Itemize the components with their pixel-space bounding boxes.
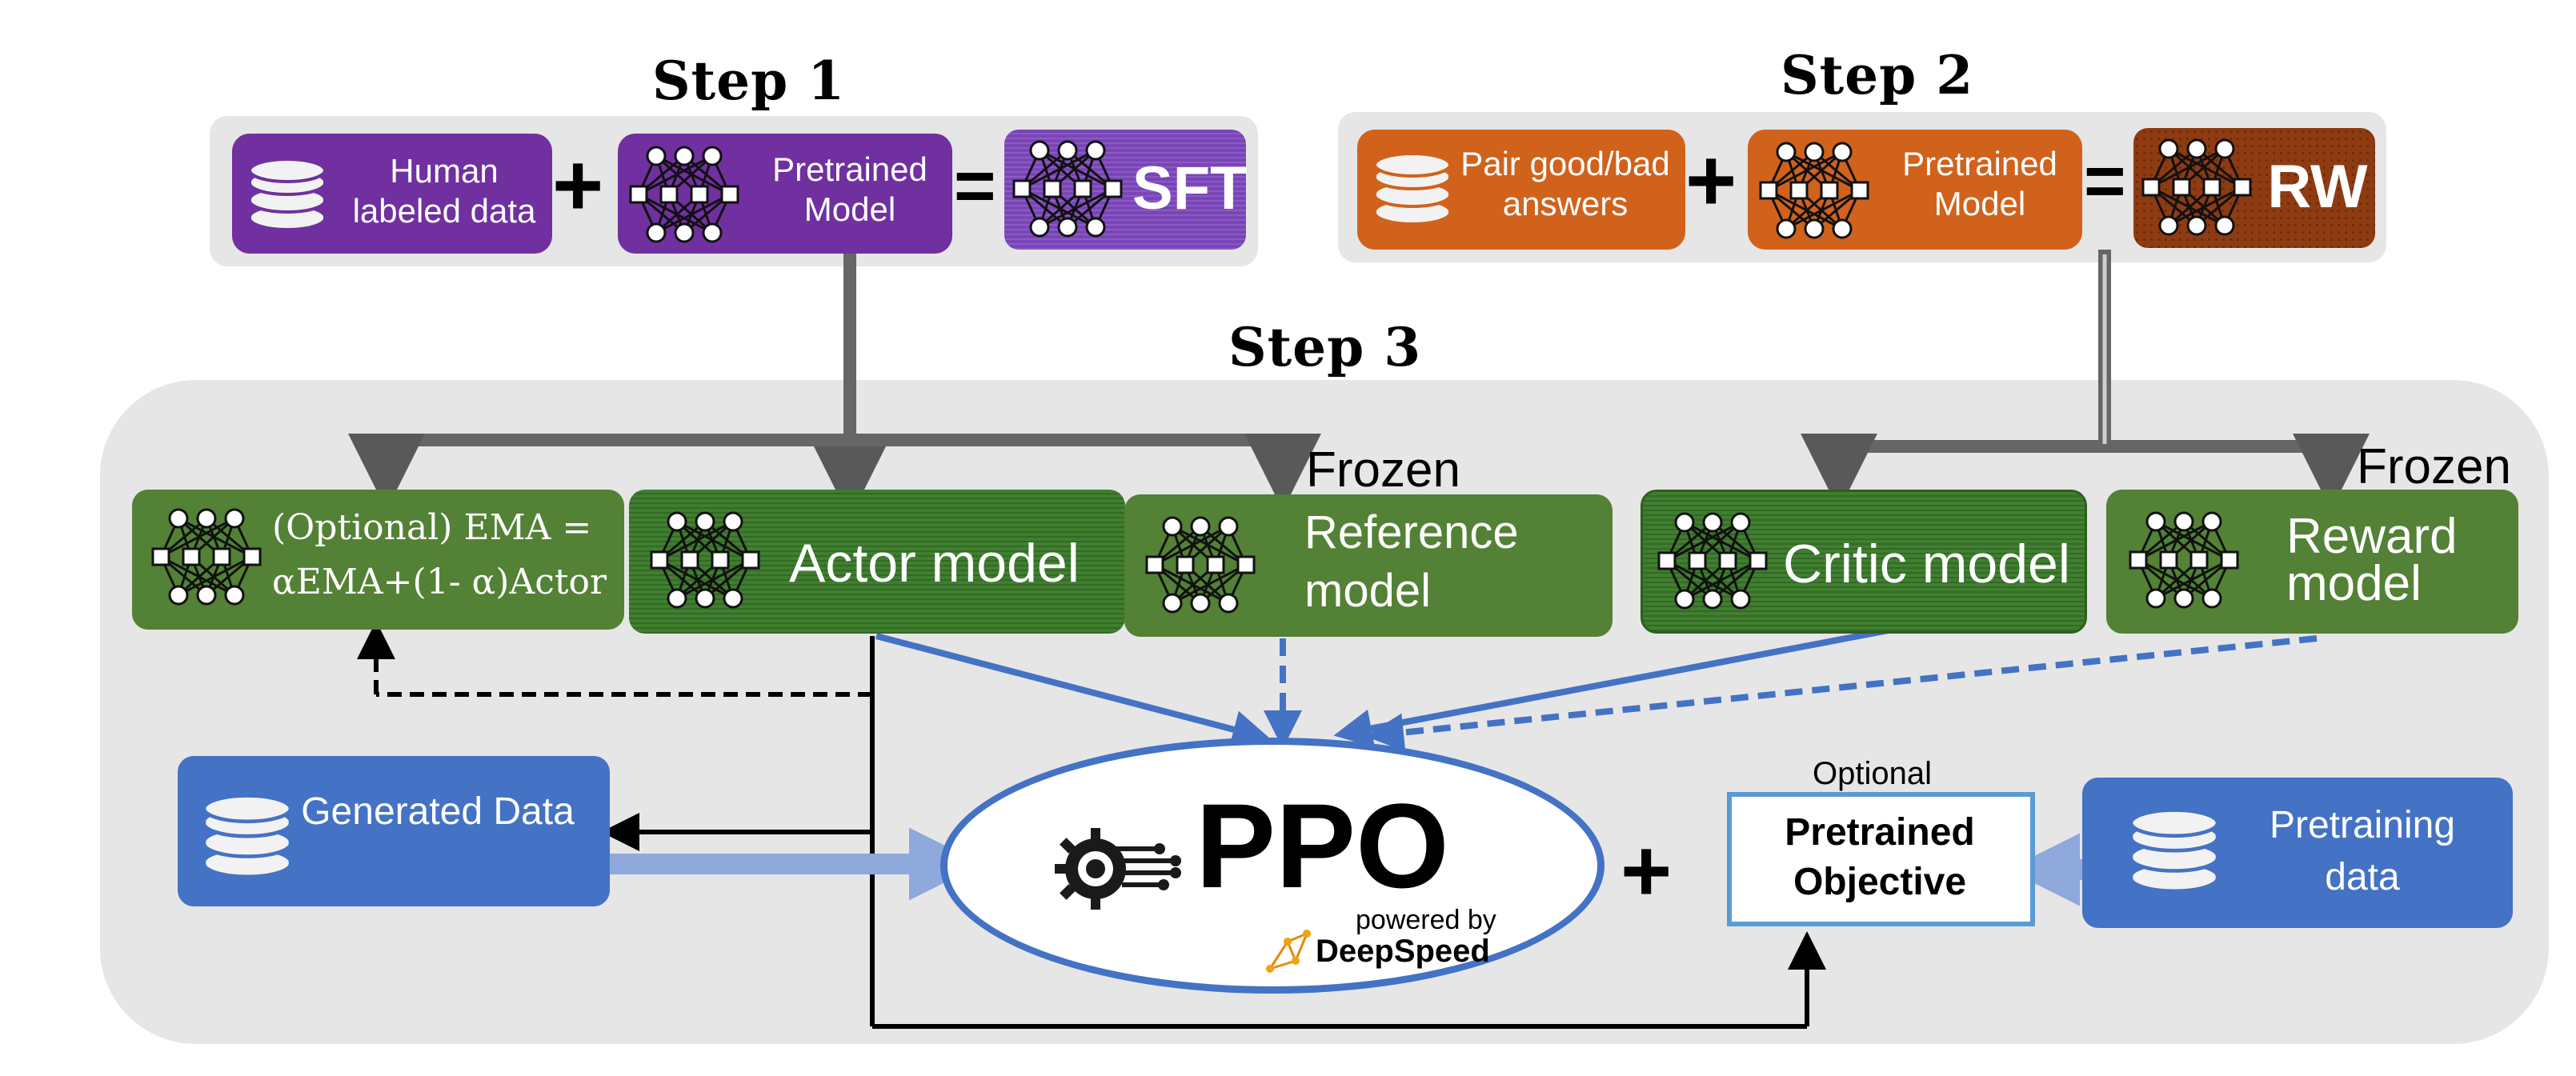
actor-model-box: Actor model (629, 490, 1125, 634)
neural-network-icon (1653, 505, 1773, 621)
neural-network-icon (146, 501, 266, 617)
neural-network-icon (1140, 509, 1260, 625)
sft-label: SFT (1132, 154, 1248, 222)
step1-equals: = (954, 146, 996, 226)
pretraining-data-box: Pretraining data (2082, 778, 2513, 928)
deepspeed-logo-icon (1266, 930, 1311, 973)
step3-title: Step 3 (1228, 316, 1422, 378)
ppo-ellipse: PPO powered by DeepSpeed (940, 738, 1604, 994)
ppo-plus: + (1621, 822, 1673, 920)
step1-plus: + (552, 136, 604, 234)
pretraining-data-label: Pretraining data (2269, 804, 2456, 898)
step1-pretrained-model-box: Pretrained Model (618, 134, 952, 254)
database-icon (248, 158, 327, 231)
neural-network-icon (645, 504, 765, 620)
neural-network-icon (1754, 134, 1874, 250)
rw-label: RW (2267, 153, 2368, 221)
pretrained-objective-label: Pretrained Objective (1785, 811, 1975, 904)
neural-network-icon (624, 138, 744, 254)
actor-model-label: Actor model (789, 533, 1080, 594)
reference-model-label: Reference model (1304, 506, 1519, 617)
step2-plus: + (1685, 131, 1737, 230)
frozen-label-left: Frozen (1306, 442, 1460, 498)
step2-title: Step 2 (1781, 44, 1974, 106)
step1-pretrained-model-label: Pretrained Model (772, 150, 927, 229)
generated-data-box: Generated Data (178, 756, 610, 906)
neural-network-icon (2124, 504, 2244, 620)
human-labeled-data-label: Human labeled data (352, 152, 536, 230)
gear-circuit-icon (1055, 828, 1181, 910)
frozen-label-right: Frozen (2357, 439, 2511, 494)
generated-data-label: Generated Data (301, 790, 575, 833)
neural-network-icon (1008, 133, 1128, 249)
reward-model-label: Reward model (2286, 509, 2458, 611)
database-icon (2129, 808, 2220, 894)
database-icon (202, 794, 293, 879)
optional-label: Optional (1813, 756, 1932, 791)
reward-model-box: Reward model (2106, 490, 2518, 634)
ppo-label: PPO (1196, 778, 1449, 913)
ema-line1: (Optional) EMA = (272, 507, 592, 548)
critic-model-label: Critic model (1783, 534, 2070, 594)
human-labeled-data-box: Human labeled data (232, 134, 552, 254)
step2-pretrained-model-label: Pretrained Model (1902, 145, 2057, 223)
neural-network-icon (2137, 131, 2257, 247)
ema-line2: αEMA+(1- α)Actor (272, 562, 607, 602)
sft-box: SFT (1004, 130, 1248, 250)
ema-box: (Optional) EMA = αEMA+(1- α)Actor (132, 490, 624, 630)
powered-by-label: powered by (1356, 905, 1496, 935)
deepspeed-label: DeepSpeed (1316, 934, 1490, 969)
step1-title: Step 1 (652, 50, 846, 112)
pair-answers-label: Pair good/bad answers (1460, 145, 1670, 223)
step2-pretrained-model-box: Pretrained Model (1748, 130, 2082, 250)
pair-answers-box: Pair good/bad answers (1357, 130, 1685, 250)
pretrained-objective-box: Pretrained Objective (1727, 792, 2035, 926)
rw-box: RW (2133, 128, 2375, 248)
step2-equals: = (2084, 142, 2126, 222)
reference-model-box: Reference model (1124, 494, 1613, 637)
critic-model-box: Critic model (1641, 490, 2087, 634)
database-icon (1373, 152, 1452, 226)
